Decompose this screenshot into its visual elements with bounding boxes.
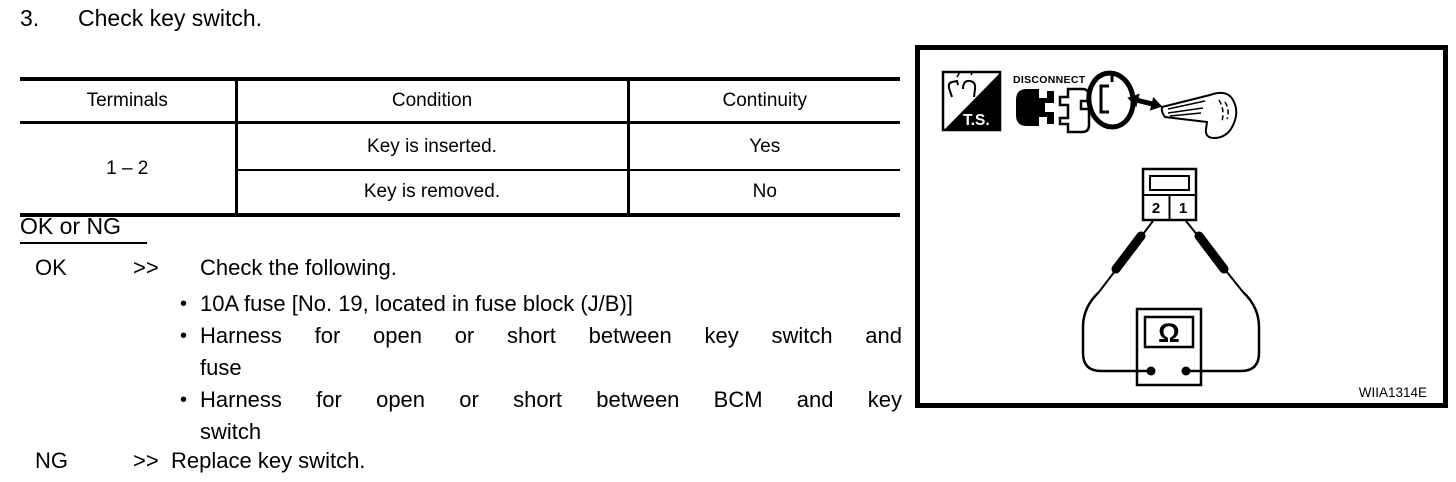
table-header-row: Terminals Condition Continuity xyxy=(20,79,900,124)
continuity-table: Terminals Condition Continuity 1 – 2 Key… xyxy=(20,77,900,217)
list-item-text: Harness for open or short between key sw… xyxy=(200,323,902,380)
key-icon xyxy=(1160,91,1238,140)
connector-half-male xyxy=(1058,87,1091,134)
probe-tool-glyph xyxy=(962,79,977,98)
bullet-icon: • xyxy=(180,325,188,347)
test-leads xyxy=(1081,220,1261,376)
list-item: • Harness for open or short between BCM … xyxy=(180,384,902,448)
terminals-cell: 1 – 2 xyxy=(106,157,149,179)
continuity-cell: No xyxy=(626,170,900,215)
terminal-2-label: 2 xyxy=(1152,200,1160,217)
ok-instruction: Check the following. xyxy=(200,255,397,280)
list-item: • 10A fuse [No. 19, located in fuse bloc… xyxy=(180,288,902,320)
key-switch-test-figure: T.S. DISCONNECT xyxy=(915,45,1448,408)
figure-code: WIIA1314E xyxy=(1359,385,1427,400)
probe-tool-glyph xyxy=(947,79,959,98)
check-list: • 10A fuse [No. 19, located in fuse bloc… xyxy=(180,288,902,448)
ok-label: OK xyxy=(35,255,67,280)
table-row: 1 – 2 Key is inserted. Yes xyxy=(20,122,900,179)
list-item-text: Harness for open or short between BCM an… xyxy=(200,387,902,444)
lead-wire-left xyxy=(1081,291,1149,373)
table-row: Key is removed. No xyxy=(20,170,900,215)
condition-cell: Key is inserted. xyxy=(234,122,628,171)
key-insert-icon xyxy=(1086,70,1238,140)
col-header-condition: Condition xyxy=(234,79,628,124)
condition-cell: Key is removed. xyxy=(234,170,628,215)
step-number: 3. xyxy=(20,5,40,31)
disconnect-label: DISCONNECT xyxy=(1013,74,1086,86)
lead-wire-right xyxy=(1187,291,1261,373)
terminal-1-label: 1 xyxy=(1179,200,1187,217)
connector-half-female xyxy=(1016,89,1054,126)
ng-instruction: Replace key switch. xyxy=(171,448,366,473)
ng-arrow: >> xyxy=(133,448,159,473)
list-item: • Harness for open or short between key … xyxy=(180,320,902,384)
list-item-text: 10A fuse [No. 19, located in fuse block … xyxy=(200,291,633,316)
connector-diagram: 2 1 xyxy=(1141,167,1198,222)
ng-label: NG xyxy=(35,448,68,473)
col-header-terminals: Terminals xyxy=(20,79,236,124)
continuity-cell: Yes xyxy=(626,122,900,171)
ohm-symbol: Ω xyxy=(1158,318,1180,348)
page-title: Check key switch. xyxy=(78,5,263,31)
col-header-continuity: Continuity xyxy=(626,79,900,124)
ts-label: T.S. xyxy=(963,112,990,129)
ok-arrow: >> xyxy=(133,255,159,280)
bullet-icon: • xyxy=(180,389,188,411)
ok-or-ng-heading: OK or NG xyxy=(20,213,147,244)
bullet-icon: • xyxy=(180,293,188,315)
ts-icon: T.S. xyxy=(941,70,1002,132)
double-arrow-icon xyxy=(1127,93,1163,111)
disconnect-icon: DISCONNECT xyxy=(1013,74,1091,134)
ohmmeter-icon: Ω xyxy=(1135,307,1203,387)
